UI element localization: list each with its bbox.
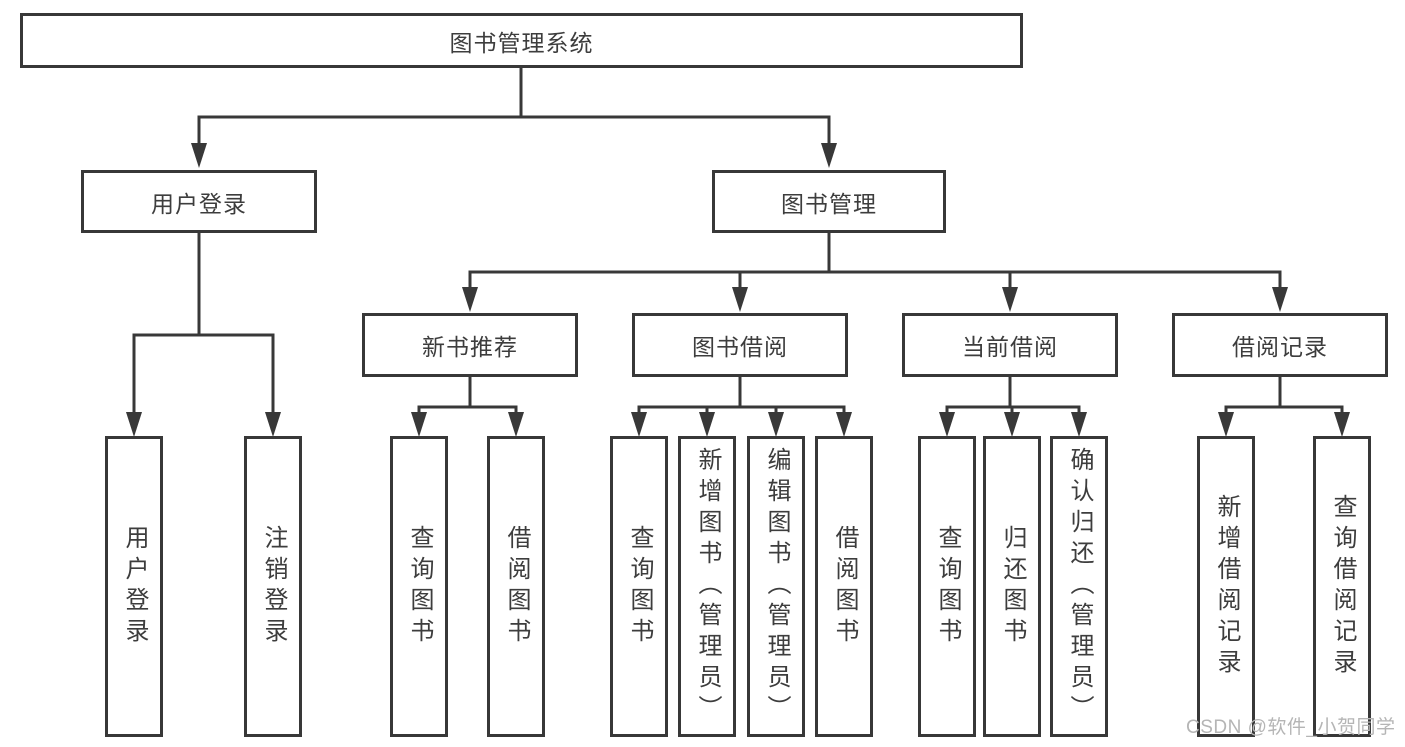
leaf-return-books: 归还图书 [983,436,1041,737]
arrow-down-icon [631,412,647,437]
node-user-login-label: 用户登录 [151,190,247,217]
leaf-confirm-return-admin: 确认归还（管理员） [1050,436,1108,737]
leaf-add-books-admin: 新增图书（管理员） [678,436,736,737]
node-current-borrow: 当前借阅 [902,313,1118,377]
node-book-borrow: 图书借阅 [632,313,848,377]
arrow-down-icon [732,287,748,312]
arrow-down-icon [411,412,427,437]
leaf-borrow-books-label: 借阅图书 [831,524,858,649]
leaf-user-login-label: 用户登录 [121,524,148,649]
leaf-query-borrow-record-label: 查询借阅记录 [1329,493,1356,680]
connector-bookmgmt-to-level3 [468,233,1282,288]
arrow-down-icon [1218,412,1234,437]
arrow-down-icon [768,412,784,437]
arrow-down-icon [1334,412,1350,437]
leaf-edit-books-admin-label: 编辑图书（管理员） [763,447,790,726]
leaf-confirm-return-admin-label: 确认归还（管理员） [1066,447,1093,726]
node-current-borrow-label: 当前借阅 [962,334,1058,360]
node-book-management-label: 图书管理 [781,190,877,217]
leaf-logout-login-label: 注销登录 [260,524,287,649]
node-book-borrow-label: 图书借阅 [692,334,788,360]
leaf-query-books-current: 查询图书 [918,436,976,737]
node-root-label: 图书管理系统 [449,29,594,56]
node-new-book-recommend: 新书推荐 [362,313,578,377]
node-book-management: 图书管理 [712,170,946,233]
leaf-query-books-borrow: 查询图书 [610,436,668,737]
connector-currentborrow-fanout [945,377,1081,413]
arrow-down-icon [191,143,207,168]
leaf-return-books-label: 归还图书 [999,524,1026,649]
leaf-add-borrow-record-label: 新增借阅记录 [1213,493,1240,680]
leaf-query-borrow-record: 查询借阅记录 [1313,436,1371,737]
arrow-down-icon [1004,412,1020,437]
node-borrow-records: 借阅记录 [1172,313,1388,377]
arrow-down-icon [836,412,852,437]
leaf-user-login: 用户登录 [105,436,163,737]
leaf-borrow-books: 借阅图书 [815,436,873,737]
node-new-book-recommend-label: 新书推荐 [422,334,518,360]
leaf-query-books-recommend-label: 查询图书 [406,524,433,649]
leaf-add-books-admin-label: 新增图书（管理员） [694,447,721,726]
arrow-down-icon [265,412,281,437]
arrow-down-icon [508,412,524,437]
node-borrow-records-label: 借阅记录 [1232,334,1328,360]
leaf-borrow-books-recommend: 借阅图书 [487,436,545,737]
connector-root-to-level2 [197,68,831,144]
leaf-add-borrow-record: 新增借阅记录 [1197,436,1255,737]
leaf-borrow-books-recommend-label: 借阅图书 [503,524,530,649]
arrow-down-icon [126,412,142,437]
arrow-down-icon [939,412,955,437]
watermark: CSDN @软件_小贺同学 [1186,717,1396,738]
connector-borrowrecords-fanout [1224,377,1344,413]
arrow-down-icon [699,412,715,437]
arrow-down-icon [1071,412,1087,437]
leaf-query-books-borrow-label: 查询图书 [626,524,653,649]
node-root-system: 图书管理系统 [20,13,1023,68]
leaf-edit-books-admin: 编辑图书（管理员） [747,436,805,737]
arrow-down-icon [821,143,837,168]
arrowhead-icons [126,143,1350,437]
node-user-login: 用户登录 [81,170,317,233]
connector-lines [132,68,1344,414]
leaf-logout-login: 注销登录 [244,436,302,737]
connector-bookborrow-fanout [637,377,846,413]
leaf-query-books-current-label: 查询图书 [934,524,961,649]
arrow-down-icon [1002,287,1018,312]
connector-newbook-fanout [417,377,518,413]
arrow-down-icon [462,287,478,312]
leaf-query-books-recommend: 查询图书 [390,436,448,737]
connector-userlogin-fanout [132,233,275,414]
arrow-down-icon [1272,287,1288,312]
